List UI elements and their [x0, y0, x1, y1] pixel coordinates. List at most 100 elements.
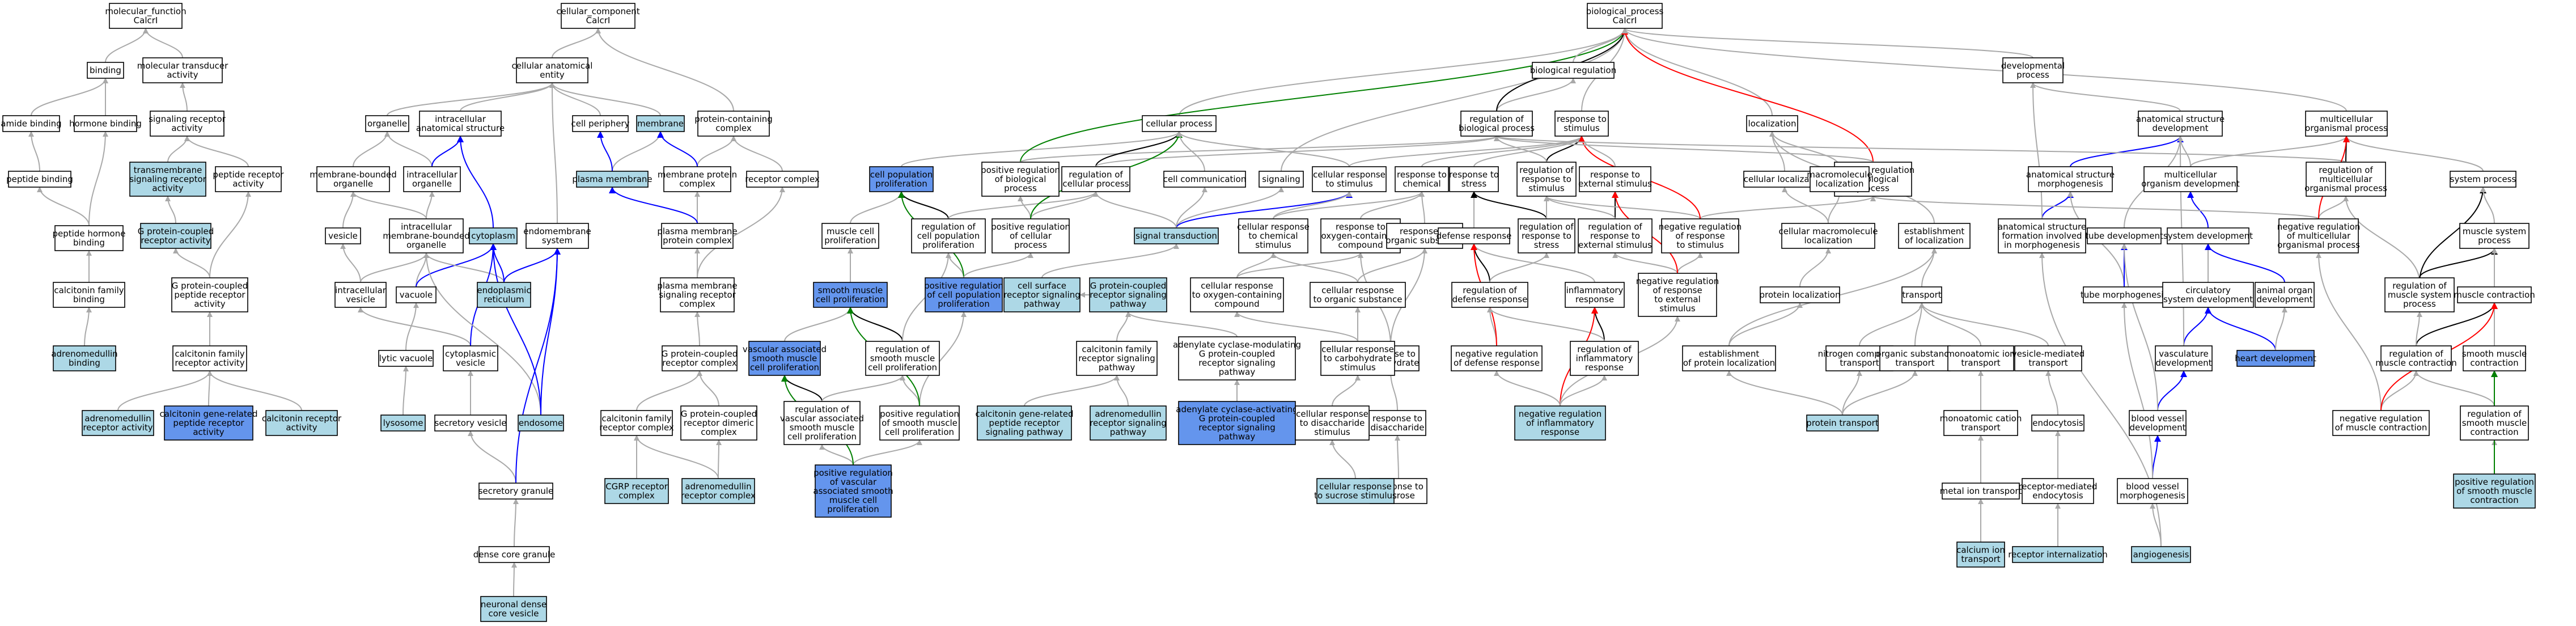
edge-is-a [1270, 252, 1358, 283]
go-term-label-line: regulation of [1463, 285, 1517, 295]
go-term-label: binding [90, 65, 121, 75]
edge-is-a [1494, 370, 1561, 407]
go-term-node: cell periphery [571, 115, 630, 132]
edge-is-a [1489, 252, 1549, 283]
edge-is-a [636, 370, 702, 411]
edge-is-a [2045, 370, 2058, 416]
go-term-label-line: chemical [1403, 179, 1440, 189]
go-term-label: defense response [1437, 231, 1512, 241]
edge-is-a [423, 252, 541, 416]
go-term-label-line: smooth muscle [2462, 349, 2527, 359]
go-term-label-line: CalcrI [1613, 15, 1637, 26]
go-term-label-line: cellular process [1146, 119, 1212, 129]
go-term-box [1554, 111, 1609, 137]
go-term-box [813, 282, 888, 308]
edge-is-a [2030, 82, 2043, 219]
go-term-node: dense core granule [473, 546, 555, 563]
go-term-box [2460, 405, 2529, 441]
go-term-label: system process [2450, 174, 2516, 184]
go-term-label-line: endomembrane [523, 226, 591, 236]
go-term-label-line: G protein-coupled [172, 281, 248, 291]
go-term-label-line: organism development [2141, 179, 2240, 189]
go-term-label-line: regulation of [2389, 349, 2443, 359]
go-term-label-line: activity [152, 183, 183, 193]
go-term-label-line: external stimulus [1578, 240, 1652, 250]
go-term-label-line: regulation of [1519, 222, 1574, 232]
go-term-label-line: developmental [2001, 61, 2065, 71]
go-term-label-line: vascular associated [743, 344, 827, 354]
go-term-box [469, 227, 518, 244]
go-term-box [1578, 218, 1653, 253]
go-term-label-line: negative regulation [1636, 276, 1719, 286]
edge-is-a [1390, 248, 1427, 346]
go-term-label-line: negative regulation [1455, 349, 1539, 359]
go-term-label-line: CalcrI [586, 15, 611, 26]
go-term-box [2278, 218, 2359, 253]
go-term-label-line: core vesicle [489, 608, 539, 619]
go-term-label-line: localization [1748, 119, 1797, 129]
go-term-label-line: oxygen-containing [1321, 231, 1400, 241]
go-term-box [1781, 223, 1875, 249]
go-term-label-line: cellular response [1313, 170, 1386, 180]
edge-is-a [1236, 252, 1363, 278]
go-term-node: tube development [2085, 227, 2163, 244]
go-term-label-line: peptide receptor [173, 418, 244, 428]
go-term-label: biological regulation [1530, 65, 1616, 75]
go-term-box [2450, 171, 2516, 188]
go-term-label-line: of muscle contraction [2335, 422, 2427, 433]
go-term-box [1746, 115, 1798, 132]
go-term-label-line: cell population [870, 170, 933, 180]
go-term-label-line: CalcrI [134, 15, 158, 26]
edge-is-a [117, 370, 213, 411]
go-term-node: system development [2163, 227, 2253, 244]
edge-is-a [1234, 311, 1358, 342]
edge-is-a [2275, 307, 2287, 351]
go-term-box [1943, 410, 2018, 436]
edge-is-a [1114, 375, 1129, 407]
go-term-box [129, 162, 206, 197]
go-term-label-line: negative regulation [2277, 222, 2361, 232]
go-term-label-line: stimulus [1314, 427, 1350, 437]
edge-is-a [697, 187, 785, 278]
go-term-box [2138, 111, 2223, 137]
go-term-label-line: pathway [1219, 432, 1256, 442]
go-term-label-line: regulation of [2319, 165, 2373, 175]
go-term-label-line: vacuole [400, 290, 433, 300]
go-term-box [977, 405, 1072, 441]
edge-is-a [1116, 311, 1131, 342]
go-term-box [680, 405, 757, 441]
edge-is-a [1677, 252, 1703, 274]
go-term-box [746, 171, 819, 188]
go-term-label-line: of multicellular [2287, 231, 2351, 241]
go-term-label-line: transport [1840, 358, 1879, 368]
go-term-label-line: complex [618, 490, 655, 501]
go-term-label: peptide binding [6, 174, 73, 184]
go-term-node: organelle [365, 115, 409, 132]
go-term-label-line: of inflammatory [1526, 418, 1594, 428]
go-term-box [74, 115, 137, 132]
go-term-box [477, 282, 531, 308]
go-term-label-line: defense response [1452, 294, 1528, 304]
